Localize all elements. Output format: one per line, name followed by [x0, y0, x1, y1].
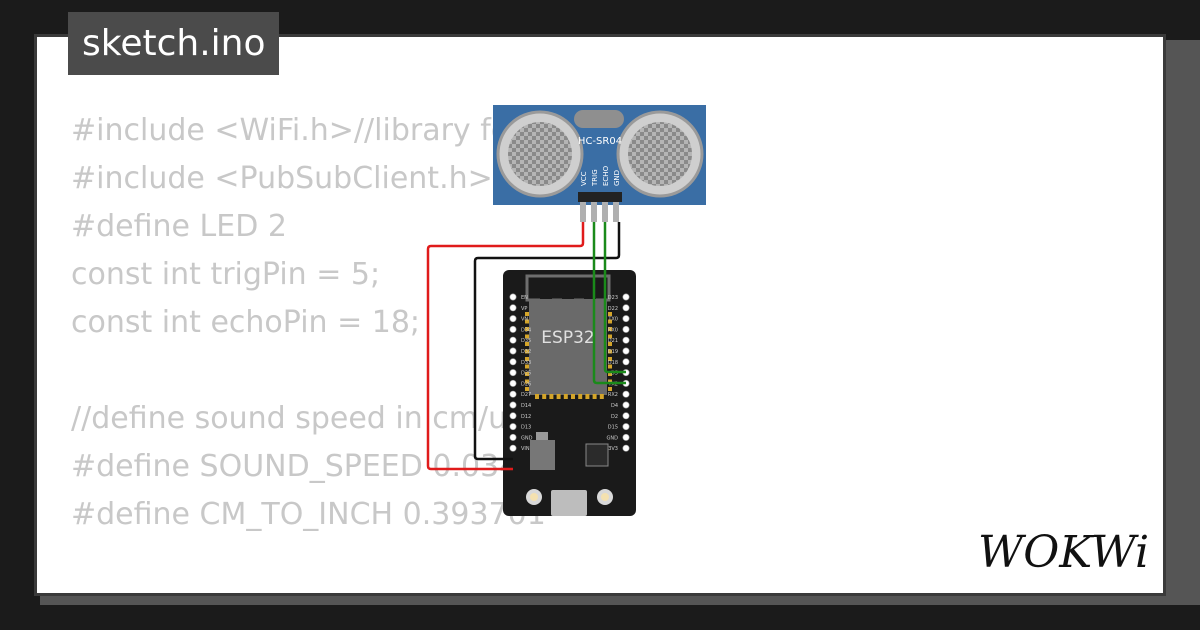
board-pin-label: D14 — [521, 403, 531, 409]
pin-label-echo: ECHO — [602, 165, 610, 186]
board-pin-d2[interactable] — [622, 412, 630, 420]
board-pin-d23[interactable] — [622, 293, 630, 301]
board-pin-label: D22 — [608, 306, 618, 312]
board-pin-label: RX0 — [608, 327, 618, 333]
sensor-pin-echo[interactable] — [602, 202, 608, 222]
board-pin-d18[interactable] — [622, 358, 630, 366]
board-pin-label: RX2 — [608, 392, 618, 398]
board-pin-label: D13 — [521, 425, 531, 431]
gnd-wire[interactable] — [473, 222, 621, 461]
board-pin-label: VIN — [521, 446, 530, 452]
trig-wire[interactable] — [592, 222, 626, 385]
board-pin-d26[interactable] — [509, 379, 517, 387]
code-line: const int trigPin = 5; — [71, 257, 381, 292]
pin-label-trig: TRIG — [591, 169, 599, 187]
pin-label-gnd: GND — [613, 170, 621, 186]
board-pin-d35[interactable] — [509, 336, 517, 344]
wires[interactable] — [426, 222, 626, 471]
board-pin-label: D35 — [521, 338, 531, 344]
board-pin-gnd[interactable] — [509, 433, 517, 441]
board-pin-label: D4 — [611, 403, 618, 409]
board-pin-rx0[interactable] — [622, 325, 630, 333]
board-pin-d22[interactable] — [622, 304, 630, 312]
wokwi-logo-text: WOKWi — [978, 527, 1149, 577]
module-pins — [525, 312, 612, 399]
sensor-header — [578, 192, 622, 202]
code-line: const int echoPin = 18; — [71, 305, 421, 340]
board-pin-label: D15 — [608, 425, 618, 431]
board-pin-tx0[interactable] — [622, 315, 630, 323]
board-pin-label: VP — [521, 306, 527, 312]
usb-chip — [585, 443, 609, 467]
esp32-label: ESP32 — [541, 328, 594, 348]
board-pin-gnd[interactable] — [622, 433, 630, 441]
board-pin-d25[interactable] — [509, 369, 517, 377]
board-pin-label: TX0 — [607, 317, 618, 323]
board-pin-label: D34 — [521, 327, 531, 333]
vcc-wire[interactable] — [426, 222, 585, 471]
board-pin-label: GND — [607, 435, 619, 441]
board-pin-3v3[interactable] — [622, 444, 630, 452]
sensor-pin-gnd[interactable] — [613, 202, 619, 222]
regulator — [530, 440, 555, 470]
code-line: #define LED 2 — [71, 209, 287, 244]
esp32-board[interactable]: ESP32 ENVPVND34D35D32D33D25D26D27D14D12D… — [503, 270, 636, 516]
code-line: #include <PubSubClient.h> — [71, 161, 493, 196]
hc-sr04-sensor[interactable]: HC-SR04 VCC TRIG ECHO GND — [493, 105, 706, 222]
board-pin-label: TX2 — [607, 381, 618, 387]
sensor-label: HC-SR04 — [578, 136, 622, 147]
board-pin-d33[interactable] — [509, 358, 517, 366]
board-pin-d12[interactable] — [509, 412, 517, 420]
board-pin-vn[interactable] — [509, 315, 517, 323]
board-pin-label: D5 — [611, 371, 618, 377]
board-pin-label: D33 — [521, 360, 531, 366]
board-pin-label: D12 — [521, 414, 531, 420]
board-pin-en[interactable] — [509, 293, 517, 301]
board-pin-label: EN — [521, 295, 528, 301]
board-pin-label: D26 — [521, 381, 531, 387]
board-pin-label: 3V3 — [608, 446, 618, 452]
sensor-pin-vcc[interactable] — [580, 202, 586, 222]
pin-label-vcc: VCC — [580, 171, 588, 186]
board-pin-label: D27 — [521, 392, 531, 398]
usb-port-icon — [551, 490, 587, 516]
wokwi-logo: WOKWi — [978, 527, 1149, 577]
board-pin-label: D25 — [521, 371, 531, 377]
board-pin-vin[interactable] — [509, 444, 517, 452]
board-pin-d34[interactable] — [509, 325, 517, 333]
board-pin-vp[interactable] — [509, 304, 517, 312]
board-pin-d21[interactable] — [622, 336, 630, 344]
board-pin-label: D19 — [608, 349, 618, 355]
board-pin-d27[interactable] — [509, 390, 517, 398]
board-pin-label: VN — [521, 317, 528, 323]
code-line: #define SOUND_SPEED 0.034 — [71, 449, 519, 484]
board-pin-label: D32 — [521, 349, 531, 355]
crystal-icon — [574, 110, 624, 128]
board-pin-rx2[interactable] — [622, 390, 630, 398]
board-pin-label: D18 — [608, 360, 618, 366]
board-pin-d14[interactable] — [509, 401, 517, 409]
board-pin-d19[interactable] — [622, 347, 630, 355]
board-pin-label: D23 — [608, 295, 618, 301]
board-pin-d13[interactable] — [509, 423, 517, 431]
file-tab[interactable]: sketch.ino — [68, 12, 280, 75]
board-pin-d15[interactable] — [622, 423, 630, 431]
code-preview: #include <WiFi.h>//library for wifi #inc… — [71, 107, 583, 593]
echo-wire[interactable] — [603, 222, 626, 374]
board-pin-label: D2 — [611, 414, 618, 420]
sensor-pin-trig[interactable] — [591, 202, 597, 222]
board-pin-d32[interactable] — [509, 347, 517, 355]
board-pin-label: GND — [521, 435, 533, 441]
board-pin-label: D21 — [608, 338, 618, 344]
board-pin-d4[interactable] — [622, 401, 630, 409]
